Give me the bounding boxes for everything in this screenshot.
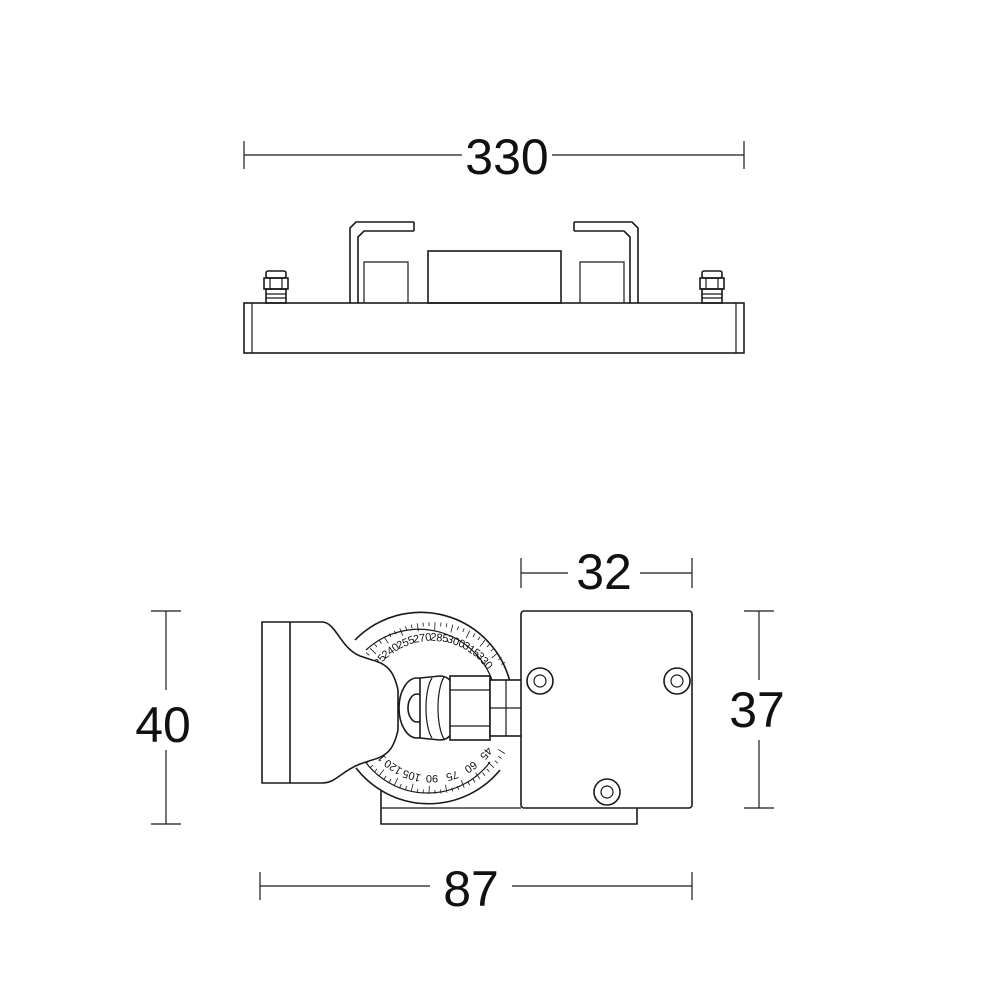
scale-tick	[410, 624, 413, 629]
dim-total-length-label: 87	[443, 861, 499, 917]
scale-tick	[456, 626, 459, 631]
scale-tick	[365, 652, 370, 656]
scale-tick	[491, 652, 499, 659]
scale-tick	[498, 657, 502, 661]
side-view: 32 40 37 87	[135, 544, 785, 917]
scale-tick	[462, 628, 465, 633]
right-bracket	[573, 221, 639, 303]
lamp-head	[261, 621, 399, 784]
mounting-box	[520, 610, 693, 809]
dim-line-mount-width	[520, 558, 693, 588]
base-plate	[243, 302, 745, 354]
center-housing	[427, 250, 562, 304]
scale-tick	[399, 628, 404, 636]
dim-line-total-height	[151, 610, 181, 825]
scale-tick	[378, 639, 382, 644]
scale-tick	[451, 787, 454, 792]
scale-tick	[479, 639, 486, 647]
scale-label: 285	[430, 631, 450, 645]
screw-bottom	[593, 778, 621, 806]
scale-label: 60	[462, 758, 479, 775]
scale-tick	[450, 624, 454, 633]
dim-mount-width-label: 32	[576, 544, 632, 600]
scale-tick	[388, 778, 392, 783]
screw-top-right	[663, 667, 691, 695]
scale-tick	[477, 636, 481, 641]
scale-tick	[498, 755, 502, 759]
scale-tick	[472, 633, 476, 638]
scale-tick	[472, 778, 476, 783]
dim-line-mount-height	[744, 610, 774, 809]
scale-tick	[399, 783, 402, 788]
scale-tick	[383, 775, 387, 780]
scale-tick	[456, 785, 459, 790]
left-bracket	[349, 221, 415, 303]
scale-tick	[416, 623, 419, 632]
dim-total-height-label: 40	[135, 697, 191, 753]
scale-tick	[393, 777, 399, 786]
scale-tick	[482, 772, 486, 777]
scale-tick	[486, 768, 490, 773]
scale-label: 105	[401, 767, 422, 784]
scale-label: 270	[412, 631, 432, 645]
scale-label: 45	[477, 745, 494, 762]
scale-tick	[405, 626, 408, 631]
scale-tick	[445, 623, 448, 628]
screw-top-left	[526, 667, 554, 695]
scale-tick	[374, 643, 378, 648]
scale-tick	[405, 785, 408, 790]
scale-tick	[490, 648, 495, 652]
pivot-knuckle	[398, 675, 523, 741]
scale-tick	[467, 781, 471, 786]
scale-tick	[460, 780, 465, 788]
right-cable-gland	[699, 270, 725, 304]
base-strip	[380, 790, 638, 825]
scale-tick	[465, 630, 471, 639]
scale-tick	[497, 748, 506, 754]
scale-tick	[393, 630, 397, 635]
dim-mount-height-label: 37	[729, 682, 785, 738]
dim-width-label: 330	[465, 129, 548, 185]
scale-tick	[486, 643, 490, 648]
scale-tick	[378, 769, 385, 777]
scale-label: 75	[445, 768, 460, 783]
scale-tick	[388, 633, 392, 638]
scale-tick	[475, 772, 481, 780]
scale-tick	[374, 768, 378, 773]
scale-tick	[416, 788, 419, 793]
scale-tick	[369, 764, 374, 768]
scale-tick	[487, 761, 495, 768]
scale-tick	[410, 783, 414, 792]
dim-line-width	[243, 141, 745, 169]
scale-label: 90	[426, 772, 438, 784]
top-view: 330	[243, 129, 745, 354]
scale-label: 300	[445, 633, 466, 651]
dim-line-total-length	[259, 872, 693, 900]
scale-tick	[501, 662, 506, 665]
scale-tick	[494, 760, 499, 764]
scale-tick	[369, 648, 377, 655]
scale-tick	[383, 636, 389, 644]
left-cable-gland	[263, 270, 289, 304]
scale-tick	[445, 784, 448, 793]
